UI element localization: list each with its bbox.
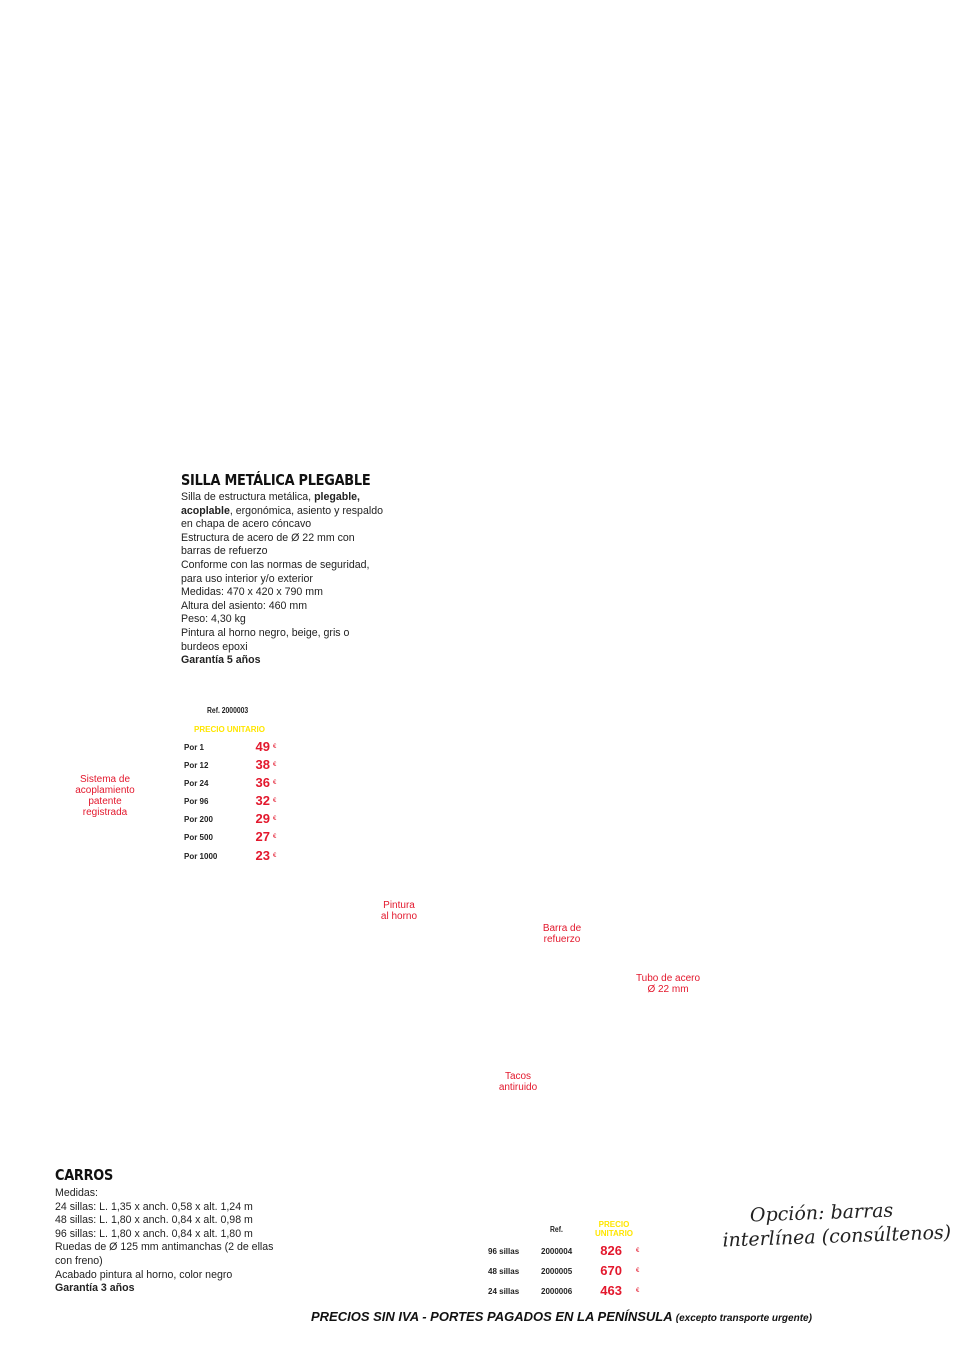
warranty-text: Garantía 3 años — [55, 1282, 135, 1295]
desc-line: Altura del asiento: 460 mm — [181, 599, 308, 612]
desc-line: Peso: 4,30 kg — [181, 613, 246, 626]
desc-line: acoplable, ergonómica, asiento y respald… — [181, 504, 383, 517]
desc-line: Medidas: 470 x 420 x 790 mm — [181, 586, 323, 599]
option-note: Opción: barras interlínea (consúltenos) — [722, 1199, 952, 1252]
silla-price-header: PRECIO UNITARIO — [194, 725, 265, 734]
desc-line: para uso interior y/o exterior — [181, 572, 313, 585]
desc-line: Medidas: — [55, 1187, 98, 1199]
silla-description: Silla de estructura metálica, plegable, … — [181, 491, 383, 668]
silla-price-table: Por 1 49 € Por 12 38 € Por 24 36 € Por 9… — [184, 739, 284, 869]
desc-line: burdeos epoxi — [181, 640, 248, 653]
carros-description: Medidas: 24 sillas: L. 1,35 x anch. 0,58… — [55, 1187, 273, 1296]
desc-line: Silla de estructura metálica, plegable, — [181, 491, 360, 503]
desc-line: barras de refuerzo — [181, 545, 268, 558]
callout-acoplamiento: Sistema de acoplamiento patente registra… — [75, 774, 135, 818]
carros-title: CARROS — [55, 1166, 114, 1184]
footer-notice: PRECIOS SIN IVA - PORTES PAGADOS EN LA P… — [311, 1309, 812, 1324]
price-row: Por 1 49 € — [184, 739, 277, 754]
callout-tubo: Tubo de acero Ø 22 mm — [635, 973, 701, 995]
carros-ref-header: Ref. — [550, 1225, 563, 1234]
desc-line: con freno) — [55, 1254, 103, 1267]
desc-line: 24 sillas: L. 1,35 x anch. 0,58 x alt. 1… — [55, 1200, 253, 1213]
price-row: Por 200 29 € — [184, 811, 277, 826]
price-row: Por 96 32 € — [184, 793, 277, 808]
price-row: 96 sillas 2000004 826 € — [488, 1243, 640, 1258]
desc-line: Ruedas de Ø 125 mm antimanchas (2 de ell… — [55, 1241, 274, 1254]
price-row: Por 500 27 € — [184, 829, 277, 844]
desc-line: Acabado pintura al horno, color negro — [55, 1268, 233, 1281]
desc-line: en chapa de acero cóncavo — [181, 518, 312, 531]
price-row: 48 sillas 2000005 670 € — [488, 1263, 640, 1278]
carros-price-table: 96 sillas 2000004 826 € 48 sillas 200000… — [488, 1243, 648, 1301]
desc-line: Pintura al horno negro, beige, gris o — [181, 626, 350, 639]
warranty-text: Garantía 5 años — [181, 654, 261, 667]
silla-title: SILLA METÁLICA PLEGABLE — [181, 471, 371, 489]
desc-line: 96 sillas: L. 1,80 x anch. 0,84 x alt. 1… — [55, 1227, 253, 1240]
silla-ref: Ref. 2000003 — [207, 706, 249, 715]
callout-pintura: Pintura al horno — [380, 900, 418, 922]
callout-tacos: Tacos antiruido — [498, 1071, 538, 1093]
desc-line: Estructura de acero de Ø 22 mm con — [181, 531, 355, 544]
price-row: Por 1000 23 € — [184, 848, 277, 863]
price-row: Por 12 38 € — [184, 757, 277, 772]
price-row: 24 sillas 2000006 463 € — [488, 1283, 640, 1298]
price-row: Por 24 36 € — [184, 775, 277, 790]
desc-line: Conforme con las normas de seguridad, — [181, 558, 370, 571]
desc-line: 48 sillas: L. 1,80 x anch. 0,84 x alt. 0… — [55, 1214, 253, 1227]
callout-barra: Barra de refuerzo — [542, 923, 582, 945]
carros-price-header: PRECIO UNITARIO — [594, 1220, 634, 1238]
